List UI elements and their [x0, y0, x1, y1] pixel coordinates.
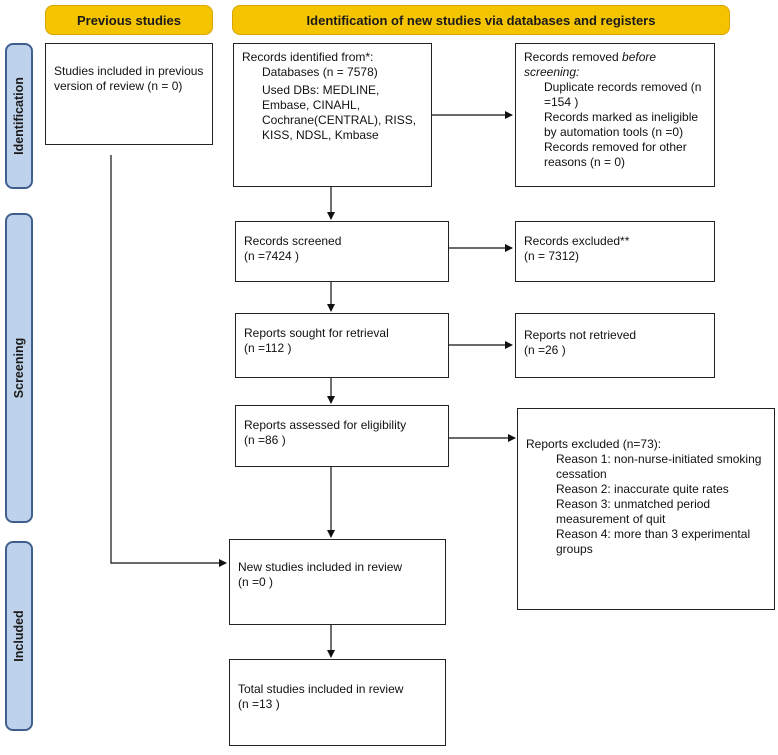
reports-excluded-reason-1: Reason 1: non-nurse-initiated smoking ce…: [556, 452, 762, 481]
records-removed-title: Records removed before screening:: [524, 50, 706, 80]
reports-sought-box: Reports sought for retrieval (n =112 ): [235, 313, 449, 378]
reports-excluded-box: Reports excluded (n=73): Reason 1: non-n…: [517, 408, 775, 610]
records-screened-box: Records screened (n =7424 ): [235, 221, 449, 282]
new-studies-included-box: New studies included in review (n =0 ): [229, 539, 446, 625]
records-screened-count: (n =7424 ): [244, 249, 300, 263]
reports-excluded-title: Reports excluded (n=73):: [526, 437, 662, 451]
reports-sought-title: Reports sought for retrieval: [244, 326, 389, 340]
reports-not-retrieved-title: Reports not retrieved: [524, 328, 637, 342]
total-studies-included-title: Total studies included in review: [238, 682, 404, 696]
records-removed-title-prefix: Records removed: [524, 50, 623, 64]
reports-assessed-count: (n =86 ): [244, 433, 286, 447]
reports-sought-count: (n =112 ): [244, 341, 292, 355]
previous-studies-box: Studies included in previous version of …: [45, 43, 213, 145]
reports-excluded-reason-2: Reason 2: inaccurate quite rates: [556, 482, 729, 496]
phase-included-label: Included: [12, 610, 26, 662]
new-studies-included-count: (n =0 ): [238, 575, 274, 589]
previous-studies-header-label: Previous studies: [76, 12, 182, 28]
records-removed-ineligible: Records marked as ineligible by automati…: [544, 110, 699, 139]
reports-assessed-title: Reports assessed for eligibility: [244, 418, 407, 432]
phase-identification-label: Identification: [12, 77, 26, 155]
records-removed-title-suffix: :: [576, 65, 580, 79]
reports-not-retrieved-count: (n =26 ): [524, 343, 566, 357]
records-excluded-box: Records excluded** (n = 7312): [515, 221, 715, 282]
reports-not-retrieved-box: Reports not retrieved (n =26 ): [515, 313, 715, 378]
previous-studies-text: Studies included in previous version of …: [54, 64, 204, 93]
total-studies-included-box: Total studies included in review (n =13 …: [229, 659, 446, 746]
reports-excluded-reason-4: Reason 4: more than 3 experimental group…: [556, 527, 751, 556]
reports-assessed-box: Reports assessed for eligibility (n =86 …: [235, 405, 449, 467]
records-removed-duplicates: Duplicate records removed (n =154 ): [544, 80, 702, 109]
records-screened-title: Records screened: [244, 234, 342, 248]
new-studies-header: Identification of new studies via databa…: [232, 5, 730, 35]
reports-excluded-reason-3: Reason 3: unmatched period measurement o…: [556, 497, 711, 526]
records-excluded-count: (n = 7312): [524, 249, 580, 263]
phase-identification: Identification: [5, 43, 33, 189]
records-excluded-title: Records excluded**: [524, 234, 630, 248]
records-removed-title-emphasis: before screening: [524, 50, 657, 79]
records-identified-databases: Databases (n = 7578): [262, 65, 378, 79]
previous-studies-header: Previous studies: [45, 5, 213, 35]
phase-screening-label: Screening: [12, 337, 26, 399]
records-identified-used-dbs: Used DBs: MEDLINE, Embase, CINAHL, Cochr…: [262, 83, 417, 142]
arrow-previous-to-new-included: [110, 155, 227, 567]
records-removed-other: Records removed for other reasons (n = 0…: [544, 140, 687, 169]
phase-included: Included: [5, 541, 33, 731]
new-studies-header-label: Identification of new studies via databa…: [306, 12, 656, 28]
records-identified-box: Records identified from*: Databases (n =…: [233, 43, 432, 187]
phase-screening: Screening: [5, 213, 33, 523]
new-studies-included-title: New studies included in review: [238, 560, 403, 574]
records-removed-box: Records removed before screening: Duplic…: [515, 43, 715, 187]
records-identified-title: Records identified from*:: [242, 50, 374, 64]
total-studies-included-count: (n =13 ): [238, 697, 280, 711]
